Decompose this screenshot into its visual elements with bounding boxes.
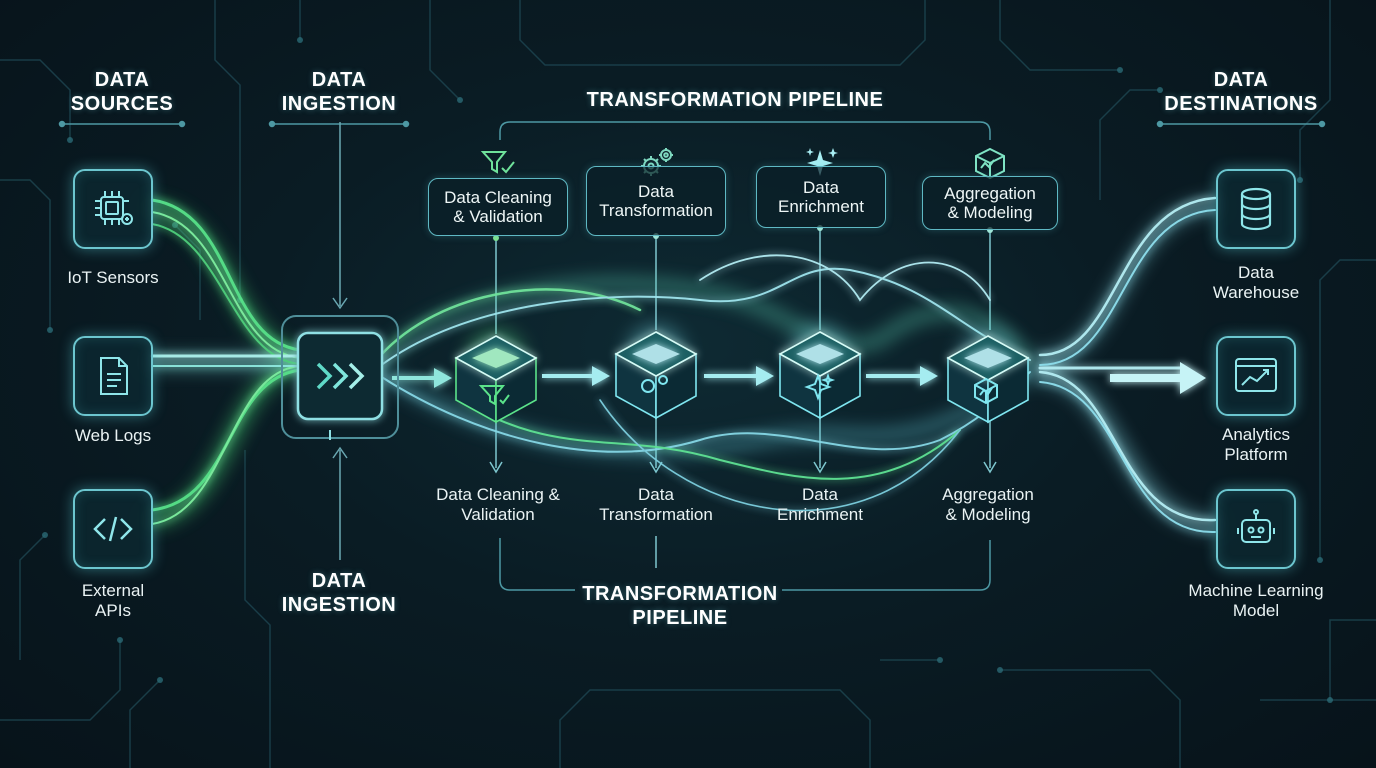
source-external-apis — [73, 489, 153, 569]
flow-arrows — [308, 360, 1206, 394]
cube-icon — [975, 147, 1005, 180]
code-icon — [93, 516, 133, 542]
ingestion-connectors — [332, 122, 348, 560]
source-web-logs — [73, 336, 153, 416]
destination-machine-learning-model — [1216, 489, 1296, 569]
cube-data-enrichment — [778, 324, 862, 420]
database-icon — [1240, 187, 1272, 231]
stage-label-bottom-cleaning: Data Cleaning &Validation — [436, 485, 560, 524]
sparkle-icon — [806, 148, 838, 176]
arrow-to-aggregation — [866, 366, 938, 386]
stage-cubes — [454, 324, 1030, 424]
destination-data-warehouse — [1216, 169, 1296, 249]
data-streams — [145, 196, 1221, 534]
document-icon — [100, 357, 128, 395]
stage-box-aggregation-modeling: Aggregation& Modeling — [922, 176, 1058, 230]
header-rules — [58, 120, 1326, 128]
header-transformation-pipeline-top: TRANSFORMATION PIPELINE — [586, 89, 884, 111]
source-label-web-logs: Web Logs — [74, 426, 152, 445]
filter-check-icon — [480, 151, 515, 174]
ingestion-hub — [281, 315, 399, 440]
analytics-chart-icon — [1235, 358, 1277, 392]
cube-data-transformation — [614, 324, 698, 420]
pipeline-brackets — [499, 121, 991, 591]
robot-icon — [1237, 509, 1275, 543]
arrow-to-cleaning — [392, 368, 452, 388]
circuit-nodes — [42, 37, 1333, 703]
stage-box-data-cleaning: Data Cleaning& Validation — [428, 178, 568, 236]
arrow-to-analytics — [1110, 362, 1206, 394]
destination-analytics-platform — [1216, 336, 1296, 416]
cube-aggregation-modeling — [946, 328, 1030, 424]
arrow-to-enrichment — [704, 366, 774, 386]
source-label-iot-sensors: IoT Sensors — [67, 268, 159, 287]
stage-label-bottom-aggregation: Aggregation& Modeling — [942, 485, 1034, 524]
cube-data-cleaning — [454, 328, 538, 424]
arrow-to-transformation — [542, 366, 610, 386]
chip-icon — [95, 191, 133, 225]
source-iot-sensors — [73, 169, 153, 249]
